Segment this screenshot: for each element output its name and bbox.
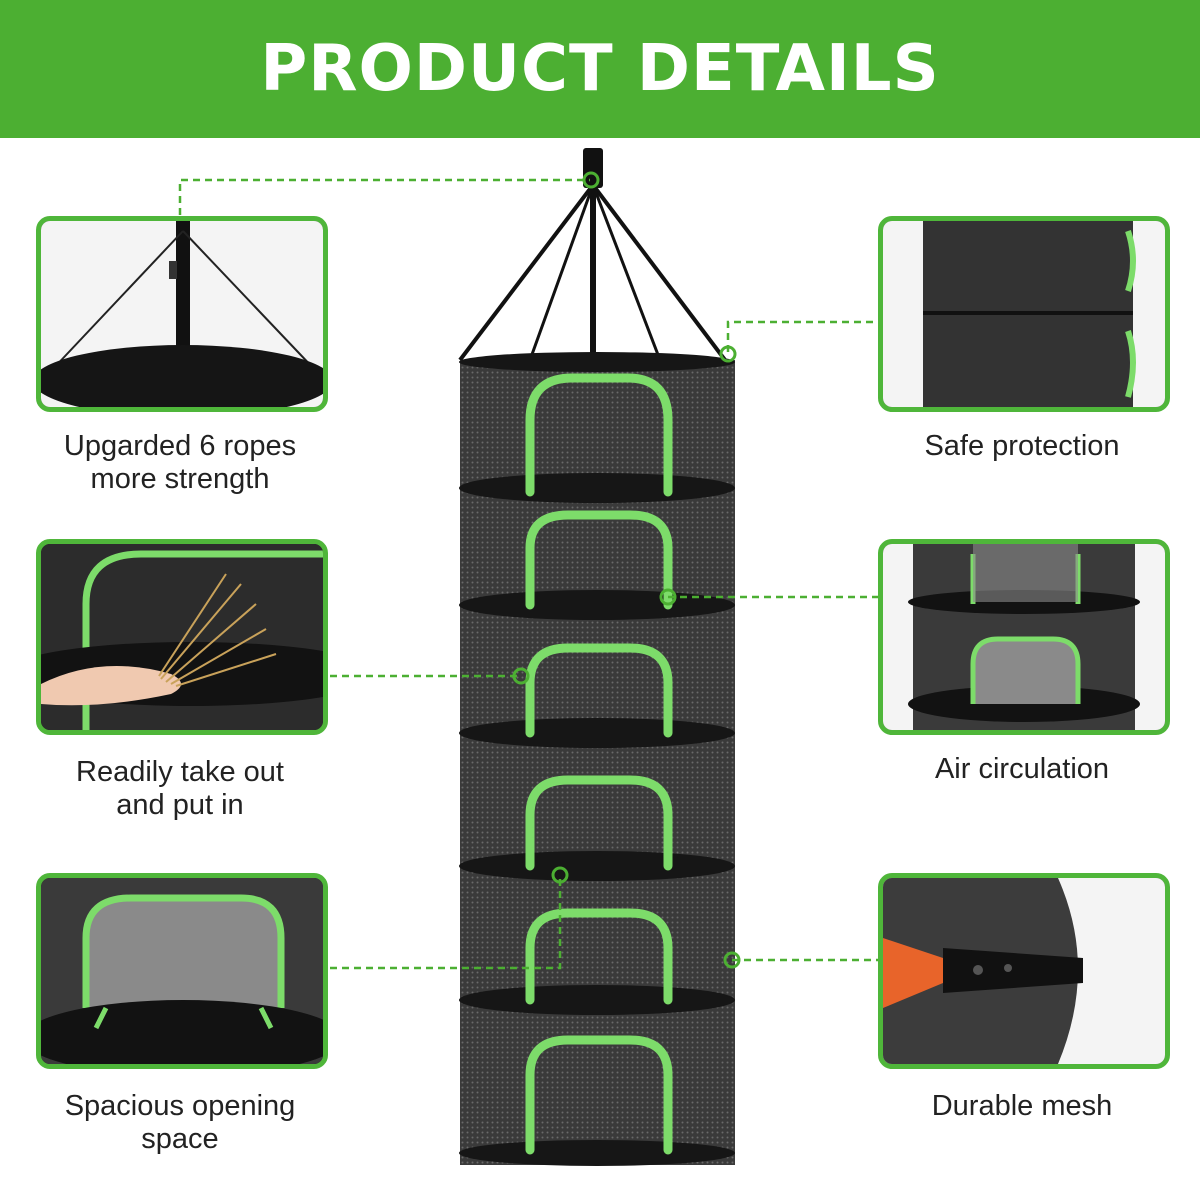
detail-panel-protection	[878, 216, 1170, 412]
detail-panel-mesh	[878, 873, 1170, 1069]
air-closeup-image	[883, 544, 1165, 730]
mesh-closeup-image	[883, 878, 1165, 1064]
detail-panel-access	[36, 539, 328, 735]
caption-air: Air circulation	[934, 753, 1110, 785]
caption-ropes: Upgarded 6 ropes more strength	[63, 430, 297, 495]
caption-opening: Spacious opening space	[64, 1090, 296, 1155]
page-title: PRODUCT DETAILS	[260, 32, 940, 106]
access-closeup-image	[41, 544, 323, 730]
ropes-closeup-image	[41, 221, 323, 407]
detail-panel-ropes	[36, 216, 328, 412]
header-banner: PRODUCT DETAILS	[0, 0, 1200, 138]
detail-panel-opening	[36, 873, 328, 1069]
caption-access: Readily take out and put in	[76, 756, 284, 821]
opening-closeup-image	[41, 878, 323, 1064]
detail-panel-air	[878, 539, 1170, 735]
caption-mesh: Durable mesh	[931, 1090, 1113, 1122]
protection-closeup-image	[883, 221, 1165, 407]
caption-protection: Safe protection	[924, 430, 1120, 462]
